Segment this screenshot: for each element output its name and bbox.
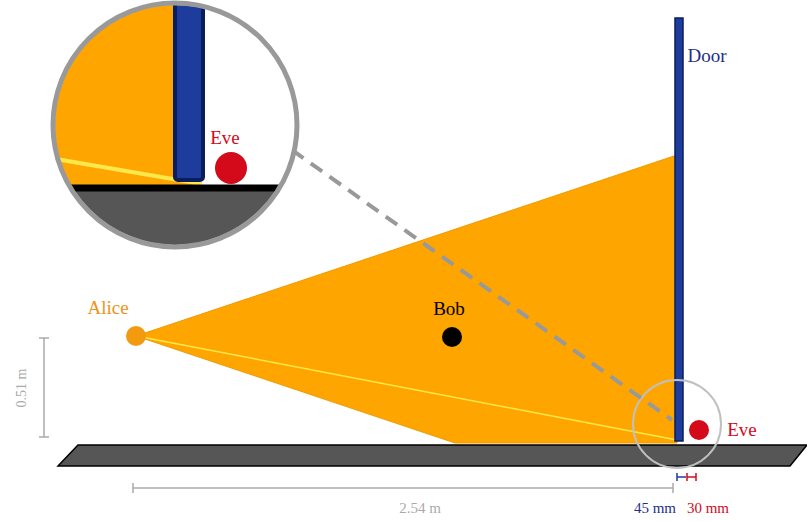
dimension-label: 30 mm [687, 501, 729, 516]
dimension-label: 45 mm [634, 501, 676, 516]
person-label: Bob [433, 299, 465, 318]
door [675, 18, 683, 441]
door-label: Door [687, 46, 726, 65]
dimension-label: 2.54 m [399, 501, 441, 516]
person-label: Eve [210, 128, 240, 147]
gap-dimension [687, 473, 696, 481]
bob-dot [442, 327, 462, 347]
zoom-leader [292, 150, 672, 420]
door-thickness-dimension [677, 473, 686, 481]
alice-dot [126, 326, 146, 346]
eve-dot [689, 420, 709, 440]
zoom-target [633, 380, 721, 468]
height-dimension [39, 338, 49, 437]
zoom-view [50, 0, 310, 268]
distance-dimension [133, 483, 673, 493]
dimension-label: 0.51 m [15, 369, 29, 408]
ground [58, 445, 807, 466]
person-label: Alice [87, 298, 128, 317]
light-ray [136, 336, 677, 440]
zoom-frame [53, 3, 297, 247]
person-label: Eve [727, 420, 757, 439]
